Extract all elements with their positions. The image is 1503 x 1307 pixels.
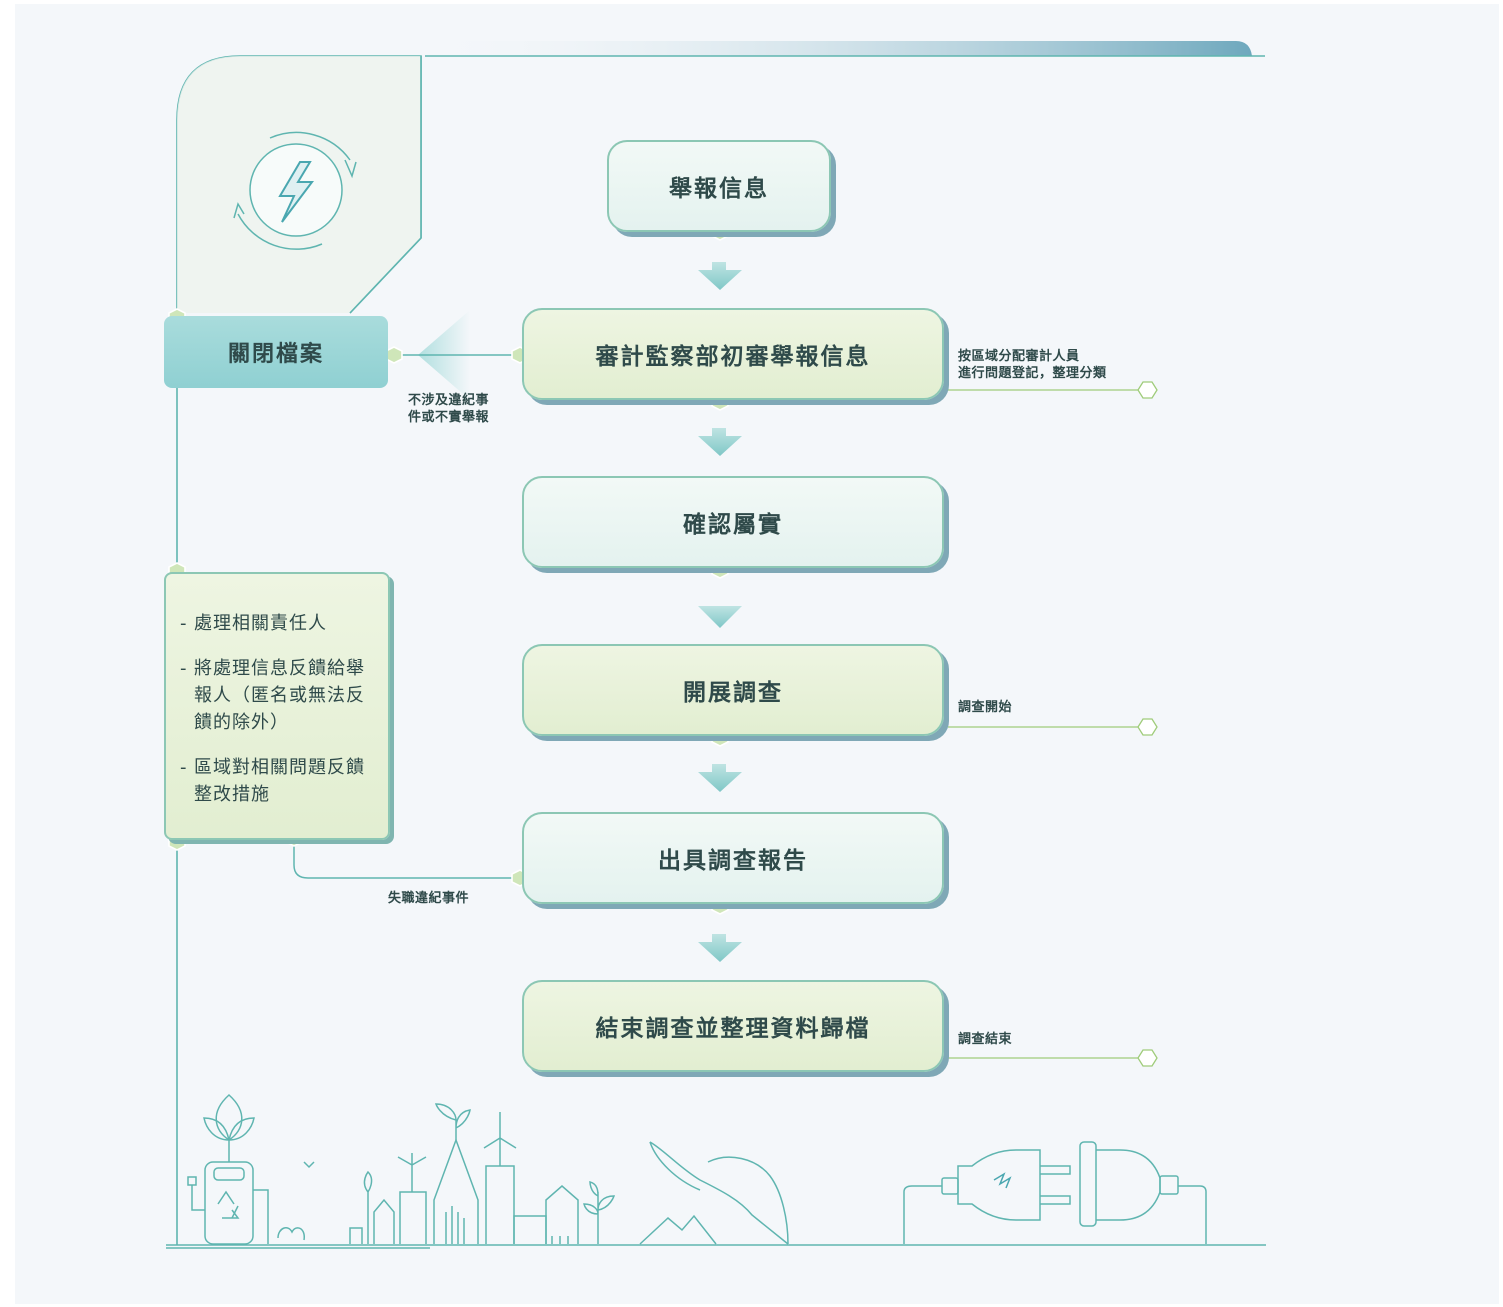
node-issue-report-label: 出具調查報告	[658, 848, 808, 874]
node-investigation: 開展調查	[522, 644, 944, 736]
node-conclude: 結束調查並整理資料歸檔	[522, 980, 944, 1072]
node-close-case: 關閉檔案	[164, 316, 388, 388]
flow-arrows	[698, 262, 742, 962]
node-investigation-label: 開展調查	[683, 680, 783, 706]
lightning-cycle-icon	[233, 131, 357, 250]
plug-socket-icon	[903, 1141, 1207, 1244]
note-assign: 按區域分配審計人員 進行問題登記，整理分類	[958, 348, 1107, 382]
node-initial-review: 審計監察部初審舉報信息	[522, 308, 944, 400]
note-line-ends	[1137, 381, 1158, 1067]
note-no-violation-line1: 不涉及違紀事	[408, 393, 490, 408]
action-text: 區域對相關問題反饋整改措施	[194, 757, 365, 805]
action-item: - 處理相關責任人	[180, 610, 380, 637]
note-lines	[948, 389, 1138, 1059]
note-assign-line1: 按區域分配審計人員	[958, 349, 1080, 364]
node-issue-report: 出具調查報告	[522, 812, 944, 904]
action-item: - 區域對相關問題反饋整改措施	[180, 754, 380, 808]
node-initial-review-label: 審計監察部初審舉報信息	[595, 344, 871, 370]
misconduct-connector	[293, 838, 520, 879]
action-dash: -	[180, 658, 188, 679]
note-no-violation-line2: 件或不實舉報	[408, 410, 490, 425]
node-report-info-label: 舉報信息	[669, 176, 769, 202]
action-dash: -	[180, 757, 188, 778]
hand-mountain-icon	[639, 1141, 789, 1245]
node-close-case-label: 關閉檔案	[227, 342, 324, 367]
note-misconduct: 失職違紀事件	[388, 891, 470, 906]
plant-battery-icon	[187, 1093, 315, 1245]
node-report-info: 舉報信息	[607, 140, 831, 232]
node-conclude-label: 結束調查並整理資料歸檔	[595, 1016, 871, 1042]
action-item: - 將處理信息反饋給舉報人（匿名或無法反饋的除外）	[180, 655, 380, 736]
action-dash: -	[180, 613, 188, 634]
top-gradient-bar	[425, 41, 1265, 57]
note-investigation-end: 調查結束	[958, 1032, 1013, 1047]
action-text: 處理相關責任人	[194, 613, 327, 634]
bottom-illustration	[166, 1244, 1266, 1249]
node-confirmed: 確認屬實	[522, 476, 944, 568]
note-assign-line2: 進行問題登記，整理分類	[958, 366, 1107, 381]
node-confirmed-label: 確認屬實	[683, 512, 783, 538]
action-text: 將處理信息反饋給舉報人（匿名或無法反饋的除外）	[194, 658, 365, 733]
actions-box: - 處理相關責任人 - 將處理信息反饋給舉報人（匿名或無法反饋的除外） - 區域…	[164, 572, 390, 840]
note-no-violation: 不涉及違紀事 件或不實舉報	[408, 392, 489, 426]
note-investigation-start: 調查開始	[958, 700, 1013, 715]
city-windmill-icon	[349, 1103, 616, 1244]
